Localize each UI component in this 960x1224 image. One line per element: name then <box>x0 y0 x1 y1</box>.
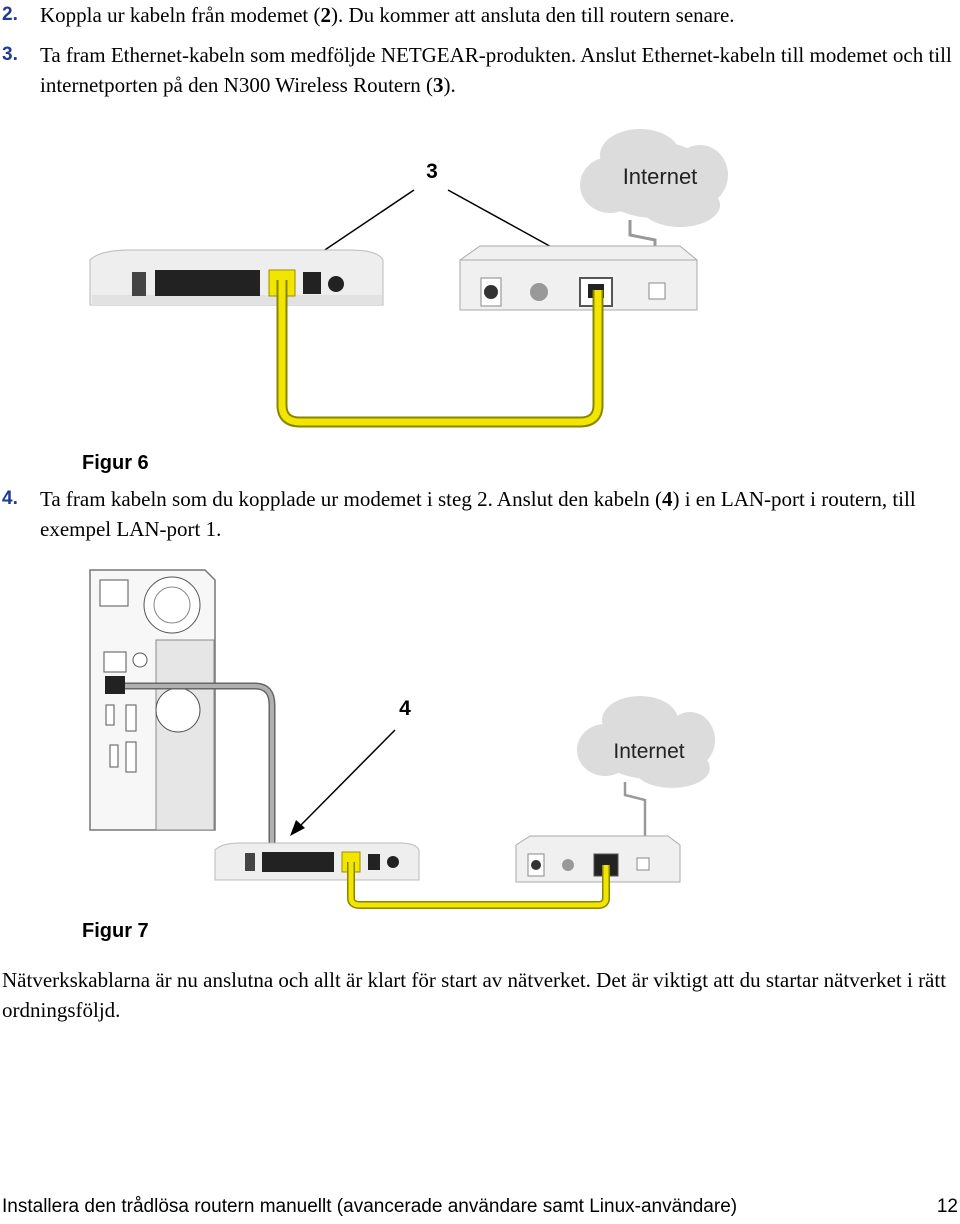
callout-number: 3 <box>426 160 438 183</box>
closing-paragraph: Nätverkskablarna är nu anslutna och allt… <box>2 968 947 1022</box>
step-text: Ta fram kabeln som du kopplade ur modeme… <box>40 487 662 511</box>
router-back-panel <box>89 249 384 306</box>
lan-ports-icon <box>155 270 260 296</box>
fan-icon <box>155 687 201 733</box>
figure-6-diagram: Internet 3 <box>89 129 728 428</box>
step-text-end: ) i en LAN-port i routern, till exempel … <box>40 487 916 541</box>
footer-title: Installera den trådlösa routern manuellt… <box>2 1196 738 1217</box>
step-ref: 4 <box>661 487 673 511</box>
fan-icon <box>143 576 201 634</box>
power-button-icon <box>328 276 344 292</box>
callout-arrow <box>297 729 396 829</box>
power-socket-icon <box>99 579 129 607</box>
figure-7-diagram: 4 Internet <box>89 569 715 909</box>
figure-6-caption: Figur 6 <box>82 452 149 474</box>
internet-cloud-icon <box>580 129 728 227</box>
page-footer: Installera den trådlösa routern manuellt… <box>2 1196 958 1218</box>
power-jack-icon <box>303 272 321 294</box>
step-text-end: ). Du kommer att ansluta den till router… <box>331 3 735 27</box>
step-ref: 3 <box>433 73 444 97</box>
modem-back-panel <box>459 245 698 311</box>
step-number: 3. <box>2 44 18 65</box>
router-back-panel <box>214 842 420 881</box>
step-number: 2. <box>2 4 18 25</box>
computer-tower-icon <box>89 569 216 831</box>
step-ref: 2 <box>320 3 332 27</box>
callout-number: 4 <box>399 697 411 720</box>
step-text: Koppla ur kabeln från modemet ( <box>40 3 321 27</box>
reset-button-icon <box>530 283 548 301</box>
cloud-label: Internet <box>613 740 684 763</box>
step-text-end: ). <box>443 73 456 97</box>
step-text: Ta fram Ethernet-kabeln som medföljde NE… <box>40 43 952 97</box>
usb-port-icon <box>132 272 146 296</box>
page-number: 12 <box>936 1196 958 1217</box>
internet-cloud-icon <box>577 696 715 788</box>
figure-7-caption: Figur 7 <box>82 920 149 942</box>
network-port-icon <box>105 676 125 694</box>
cloud-label: Internet <box>623 164 698 189</box>
power-jack-icon <box>484 285 498 299</box>
cable-port-icon <box>648 282 666 300</box>
step-number: 4. <box>2 488 18 509</box>
arrowhead-icon <box>290 820 305 836</box>
modem-back-panel <box>515 835 681 883</box>
internet-wire <box>623 782 647 850</box>
